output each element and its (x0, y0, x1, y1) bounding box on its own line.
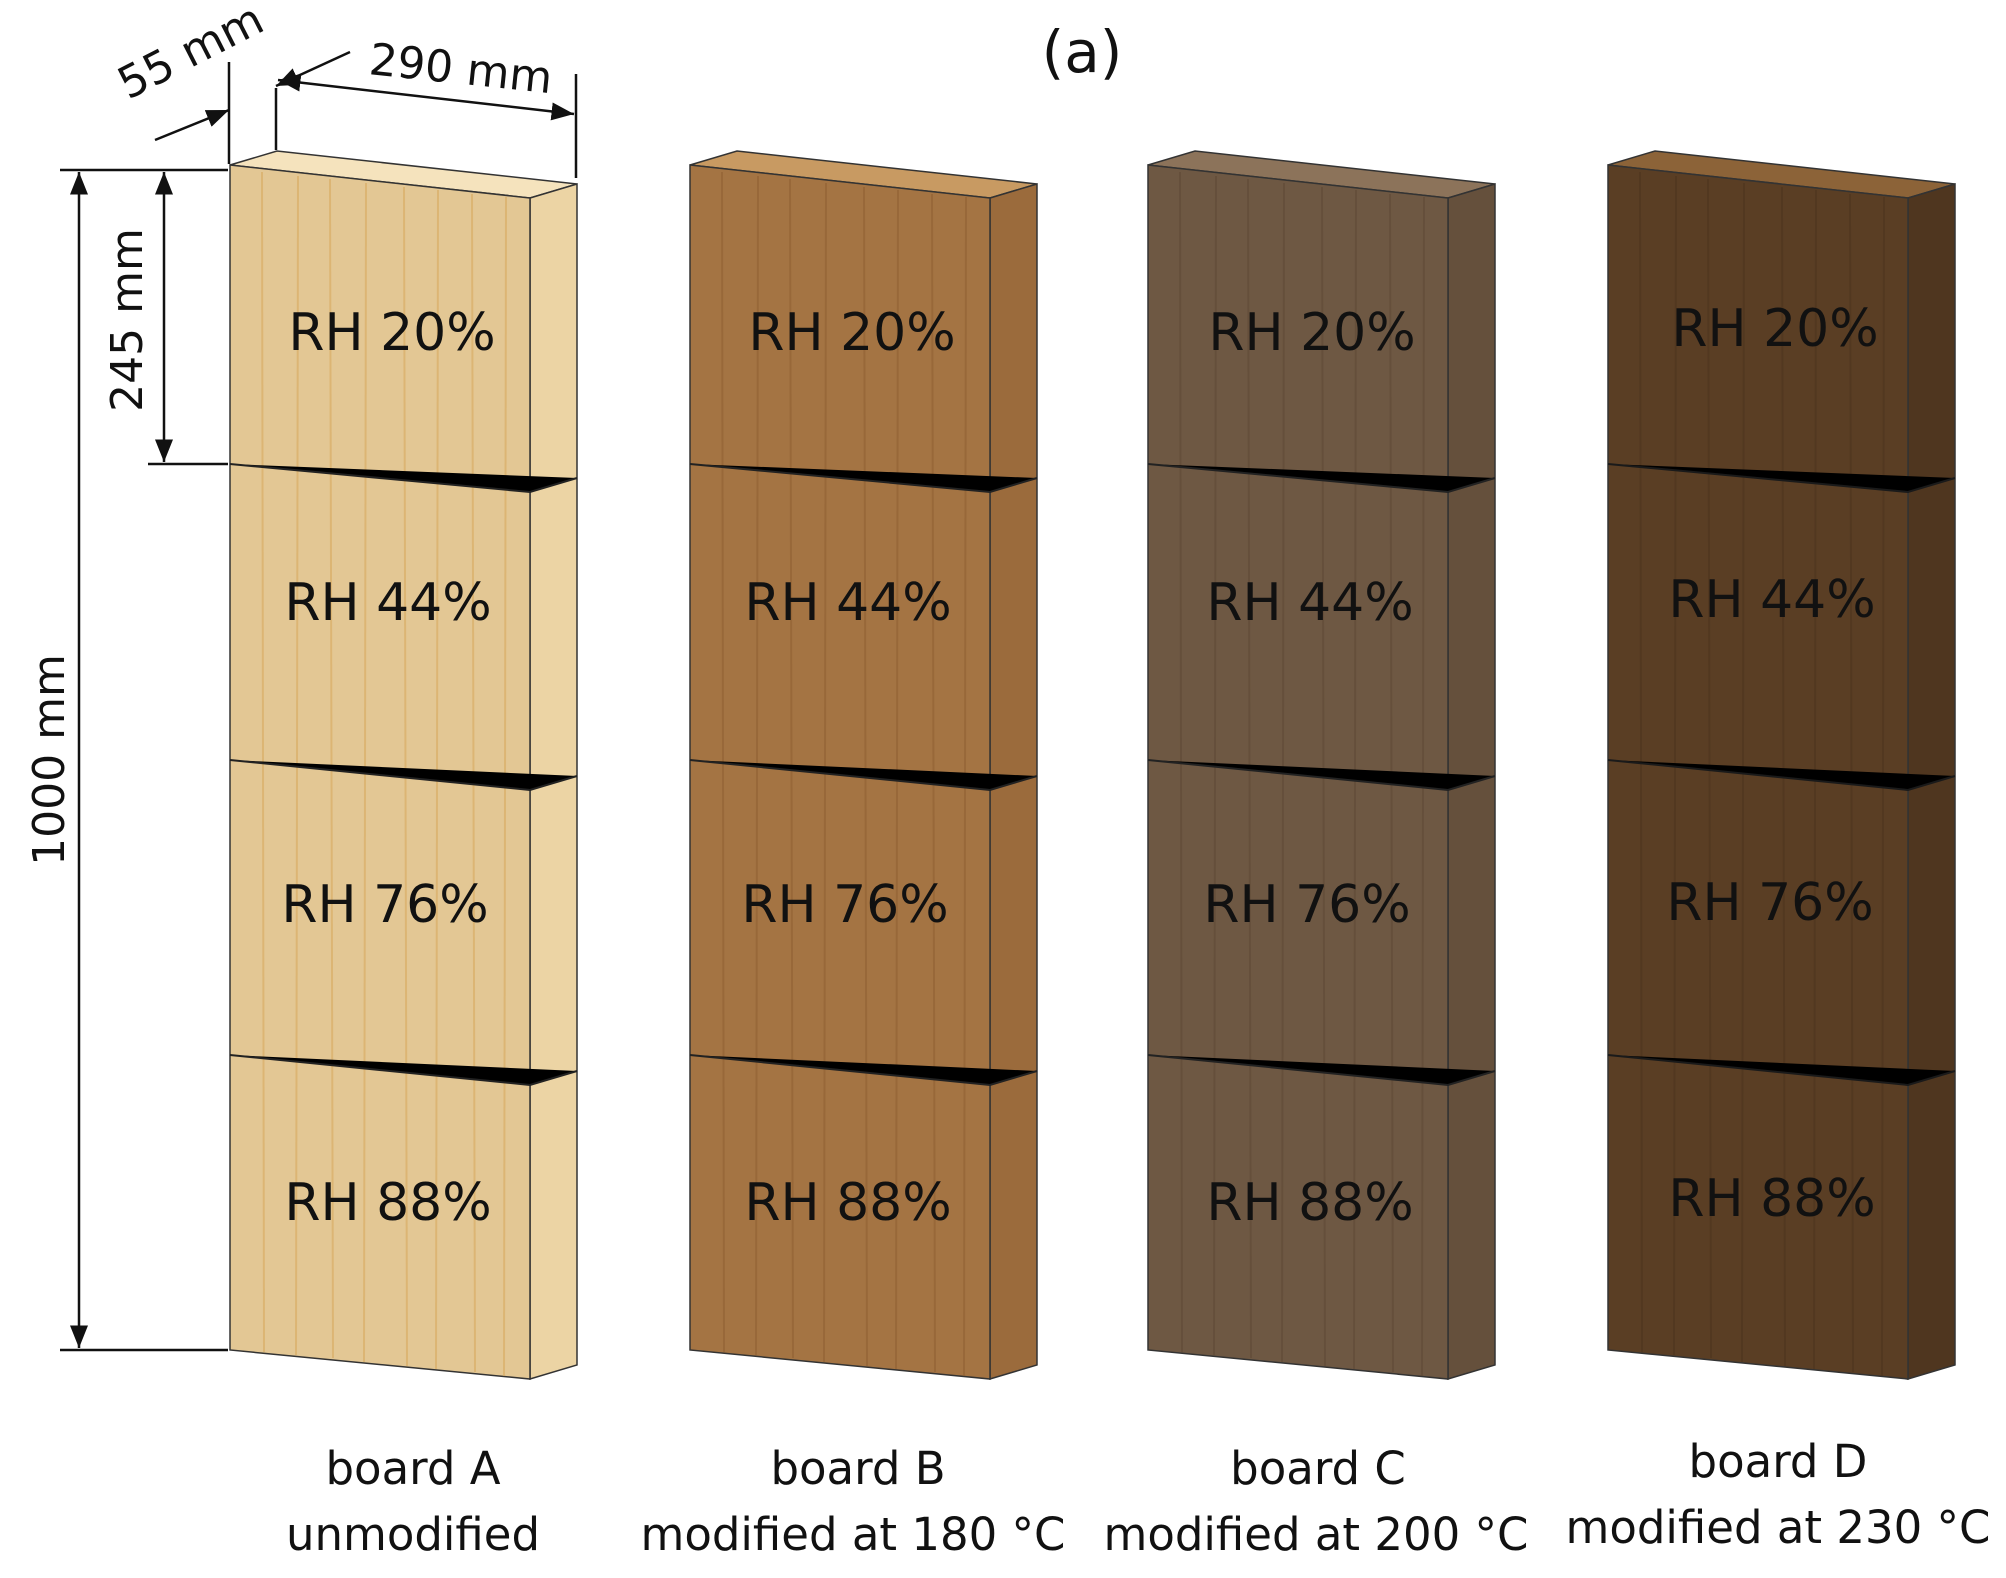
board-b-segment-2-label: RH 44% (744, 573, 951, 633)
board-c-segment-4-label: RH 88% (1206, 1173, 1413, 1233)
board-c-segment-2-label: RH 44% (1206, 573, 1413, 633)
thickness-arrow-in (154, 108, 230, 142)
board-b-segment-4-label: RH 88% (744, 1173, 951, 1233)
board-d-segment-dividers (1607, 463, 1956, 1087)
board-d-segment-4-label: RH 88% (1668, 1169, 1875, 1229)
board-d-treatment: modified at 230 °C (1566, 1501, 1991, 1554)
board-c-segment-dividers (1147, 463, 1496, 1087)
board-a: RH 20% RH 44% RH 76% RH 88% board A unmo… (229, 150, 578, 1561)
board-a-segment-3-label: RH 76% (281, 875, 488, 935)
board-a-segment-1-label: RH 20% (288, 303, 495, 363)
board-a-name: board A (325, 1442, 500, 1495)
width-dimension-line (277, 73, 575, 121)
board-a-segment-dividers (229, 463, 578, 1087)
board-c-segment-1-label: RH 20% (1208, 303, 1415, 363)
board-a-segment-2-label: RH 44% (284, 573, 491, 633)
board-c-segment-3-label: RH 76% (1203, 875, 1410, 935)
thickness-label: 55 mm (110, 0, 272, 110)
board-b-treatment: modified at 180 °C (641, 1508, 1066, 1561)
board-a-segment-4-label: RH 88% (284, 1173, 491, 1233)
board-c: RH 20% RH 44% RH 76% RH 88% board C modi… (1104, 150, 1529, 1561)
board-b-name: board B (770, 1442, 945, 1495)
board-b-segment-dividers (689, 463, 1038, 1087)
board-c-treatment: modified at 200 °C (1104, 1508, 1529, 1561)
board-d-segment-1-label: RH 20% (1671, 299, 1878, 359)
board-b: RH 20% RH 44% RH 76% RH 88% board B modi… (641, 150, 1066, 1561)
segment-height-label: 245 mm (102, 228, 153, 412)
panel-label: (a) (1042, 18, 1123, 86)
board-c-name: board C (1230, 1442, 1406, 1495)
board-d-segment-2-label: RH 44% (1668, 570, 1875, 630)
board-a-treatment: unmodified (286, 1508, 540, 1561)
board-d-segment-3-label: RH 76% (1666, 873, 1873, 933)
board-d-name: board D (1689, 1435, 1868, 1488)
total-height-label: 1000 mm (24, 654, 75, 866)
board-b-segment-3-label: RH 76% (741, 875, 948, 935)
board-b-segment-1-label: RH 20% (748, 303, 955, 363)
board-d: RH 20% RH 44% RH 76% RH 88% board D modi… (1566, 150, 1991, 1554)
